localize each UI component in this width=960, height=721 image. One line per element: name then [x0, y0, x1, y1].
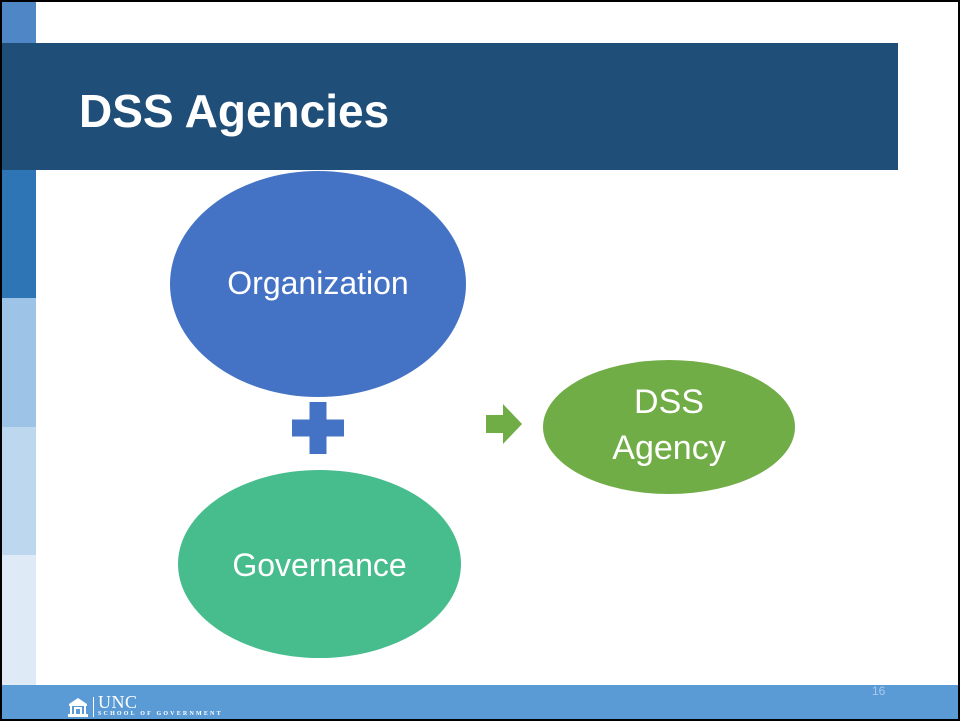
side-strip-segment — [2, 170, 36, 298]
plus-icon — [292, 402, 344, 454]
title-bar: DSS Agencies — [2, 43, 898, 170]
organization-ellipse — [170, 171, 466, 397]
right-arrow-icon — [486, 404, 522, 444]
logo-wordmark: UNC — [98, 692, 138, 712]
dss-agency-ellipse — [543, 360, 795, 494]
side-strip-segment — [2, 427, 36, 555]
governance-ellipse — [178, 470, 461, 658]
slide-title: DSS Agencies — [79, 85, 390, 137]
logo-divider — [93, 697, 94, 717]
slide-number: 16 — [872, 684, 886, 698]
dss-agency-node: DSS Agency — [543, 360, 795, 494]
side-strip-segment — [2, 555, 36, 685]
logo-subtext: SCHOOL OF GOVERNMENT — [98, 711, 223, 717]
footer-bar: UNC SCHOOL OF GOVERNMENT 16 — [2, 685, 958, 719]
governance-label: Governance — [232, 547, 406, 583]
governance-node: Governance — [178, 470, 461, 658]
organization-node: Organization — [170, 171, 466, 397]
side-strip-segment — [2, 298, 36, 427]
old-well-icon — [68, 698, 88, 717]
organization-label: Organization — [227, 265, 408, 301]
dss-agency-label-line-2: Agency — [612, 429, 725, 467]
top-accent-block — [2, 2, 36, 43]
dss-agency-label-line-1: DSS — [634, 383, 704, 421]
